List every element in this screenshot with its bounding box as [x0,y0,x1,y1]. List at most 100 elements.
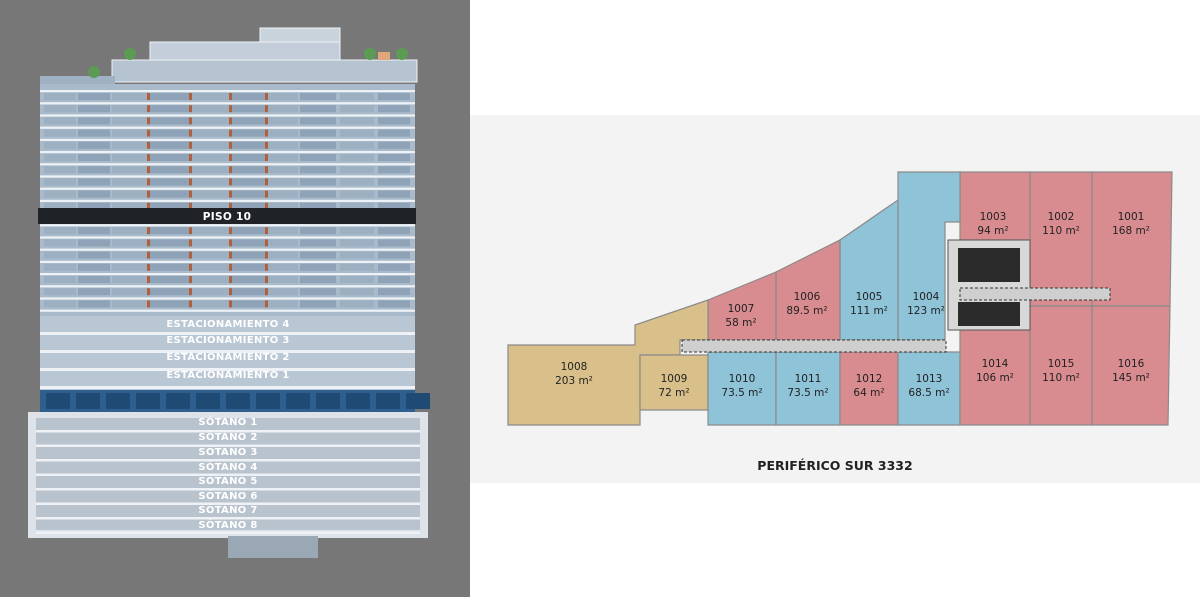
lobby-window [76,393,100,409]
accent-strip [189,105,192,113]
window [232,93,266,100]
window [268,93,298,100]
window [78,117,110,125]
unit-area: 72 m² [658,387,689,399]
unit-area: 110 m² [1042,372,1080,384]
window [192,141,230,149]
unit-area: 111 m² [850,305,888,317]
accent-strip [189,117,192,125]
unit-number: 1006 [794,291,821,303]
window [150,288,190,296]
window [340,251,374,259]
window [378,263,410,271]
window [300,117,336,125]
accent-strip [189,141,192,149]
window [192,93,230,100]
window [232,166,266,174]
window [300,239,336,247]
rooftop-tree-icon [396,48,408,60]
window [78,202,110,210]
lobby-window [346,393,370,409]
window [150,263,190,271]
accent-strip [265,239,268,247]
unit-area: 123 m² [907,305,945,317]
accent-strip [147,154,150,161]
window [268,166,298,174]
floor-label: PISO 10 [203,211,251,223]
unit-area: 58 m² [725,317,756,329]
window [112,288,148,296]
basement-slab [36,444,420,447]
window [150,202,190,210]
accent-strip [229,288,232,296]
unit-1016-area[interactable] [1091,305,1171,426]
floor-slab [40,248,415,251]
window [268,288,298,296]
window [268,190,298,198]
accent-strip [147,129,150,137]
basement-slab [36,531,420,534]
window [150,154,190,161]
window [112,276,148,283]
window [78,239,110,247]
window [112,202,148,210]
accent-strip [229,166,232,174]
accent-strip [265,166,268,174]
window [44,300,76,308]
unit-area: 110 m² [1042,225,1080,237]
window [268,117,298,125]
elevator-bank-bottom [958,302,1020,326]
window [150,93,190,100]
unit-area: 145 m² [1112,372,1150,384]
window [150,105,190,113]
window [232,105,266,113]
accent-strip [147,227,150,235]
basement-slab [36,488,420,491]
accent-strip [229,93,232,100]
rooftop-tree-icon [124,48,136,60]
window [300,93,336,100]
unit-number: 1004 [913,291,940,303]
unit-number: 1001 [1118,211,1145,223]
accent-strip [189,202,192,210]
floor-slab [40,309,415,312]
floor-slab [40,175,415,178]
window [232,141,266,149]
window [44,117,76,125]
window [340,178,374,186]
window [340,141,374,149]
corridor-main [681,339,947,353]
unit-1002-area[interactable] [1029,171,1093,307]
window [78,154,110,161]
window [44,251,76,259]
window [44,154,76,161]
rooftop-box [378,52,390,60]
window [268,202,298,210]
unit-1008-area[interactable] [507,299,709,426]
window [78,251,110,259]
accent-strip [265,105,268,113]
window [300,227,336,235]
window [378,105,410,113]
basement-slab [36,473,420,476]
window [192,105,230,113]
window [78,288,110,296]
accent-strip [265,93,268,100]
window [78,227,110,235]
unit-area: 89.5 m² [786,305,827,317]
unit-1001-area[interactable] [1091,171,1173,307]
window [150,190,190,198]
lobby-window [196,393,220,409]
unit-number: 1016 [1118,358,1145,370]
accent-strip [189,288,192,296]
window [300,154,336,161]
rooftop-ledge [40,76,115,84]
window [268,276,298,283]
accent-strip [189,227,192,235]
accent-strip [147,288,150,296]
window [150,300,190,308]
accent-strip [229,300,232,308]
tower-floor-slabs [40,90,415,312]
window [232,202,266,210]
